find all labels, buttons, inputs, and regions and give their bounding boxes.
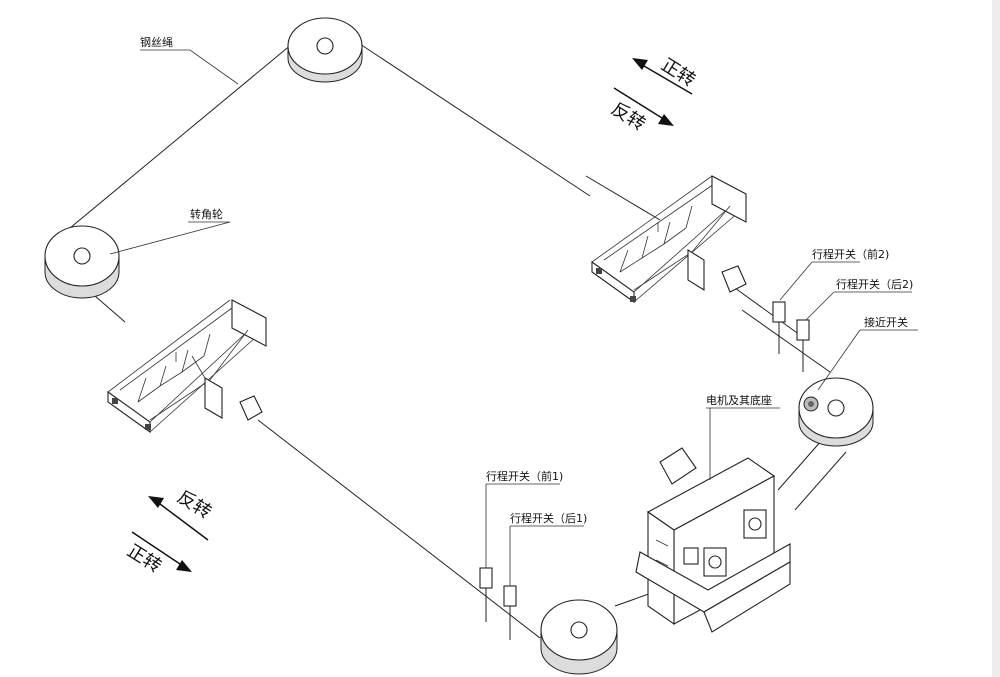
right-edge-strip — [992, 0, 1000, 677]
arrow-top-forward — [632, 58, 693, 95]
wheel-bottom — [540, 599, 618, 675]
label-proximity-switch: 接近开关 — [864, 315, 908, 329]
label-corner-wheel: 转角轮 — [190, 207, 223, 221]
wheel-left — [44, 225, 120, 299]
limit-switch-front1 — [479, 567, 493, 622]
arrow-bottom-reverse — [148, 496, 209, 541]
limit-switch-rear2 — [796, 319, 810, 372]
motor-base-unit — [635, 447, 791, 633]
leader-lines — [109, 49, 918, 586]
wheel-top — [287, 17, 363, 83]
trolley-right — [591, 175, 747, 304]
label-limit-front1: 行程开关（前1) — [486, 469, 563, 483]
arrow-bottom-forward — [131, 531, 192, 572]
trolley-left — [107, 299, 267, 434]
label-top-reverse: 反转 — [607, 98, 649, 135]
label-limit-rear1: 行程开关（后1) — [510, 511, 587, 525]
limit-switch-rear1 — [503, 585, 517, 640]
limit-switch-front2 — [772, 301, 786, 354]
label-limit-front2: 行程开关（前2) — [812, 247, 889, 261]
wire-rope-loop — [69, 43, 847, 639]
label-motor-base: 电机及其底座 — [706, 393, 772, 407]
arrow-top-reverse — [613, 87, 674, 126]
label-limit-rear2: 行程开关（后2) — [836, 277, 913, 291]
label-bottom-forward: 正转 — [123, 540, 165, 577]
label-wire-rope: 钢丝绳 — [140, 35, 173, 49]
wheel-right — [798, 377, 874, 447]
